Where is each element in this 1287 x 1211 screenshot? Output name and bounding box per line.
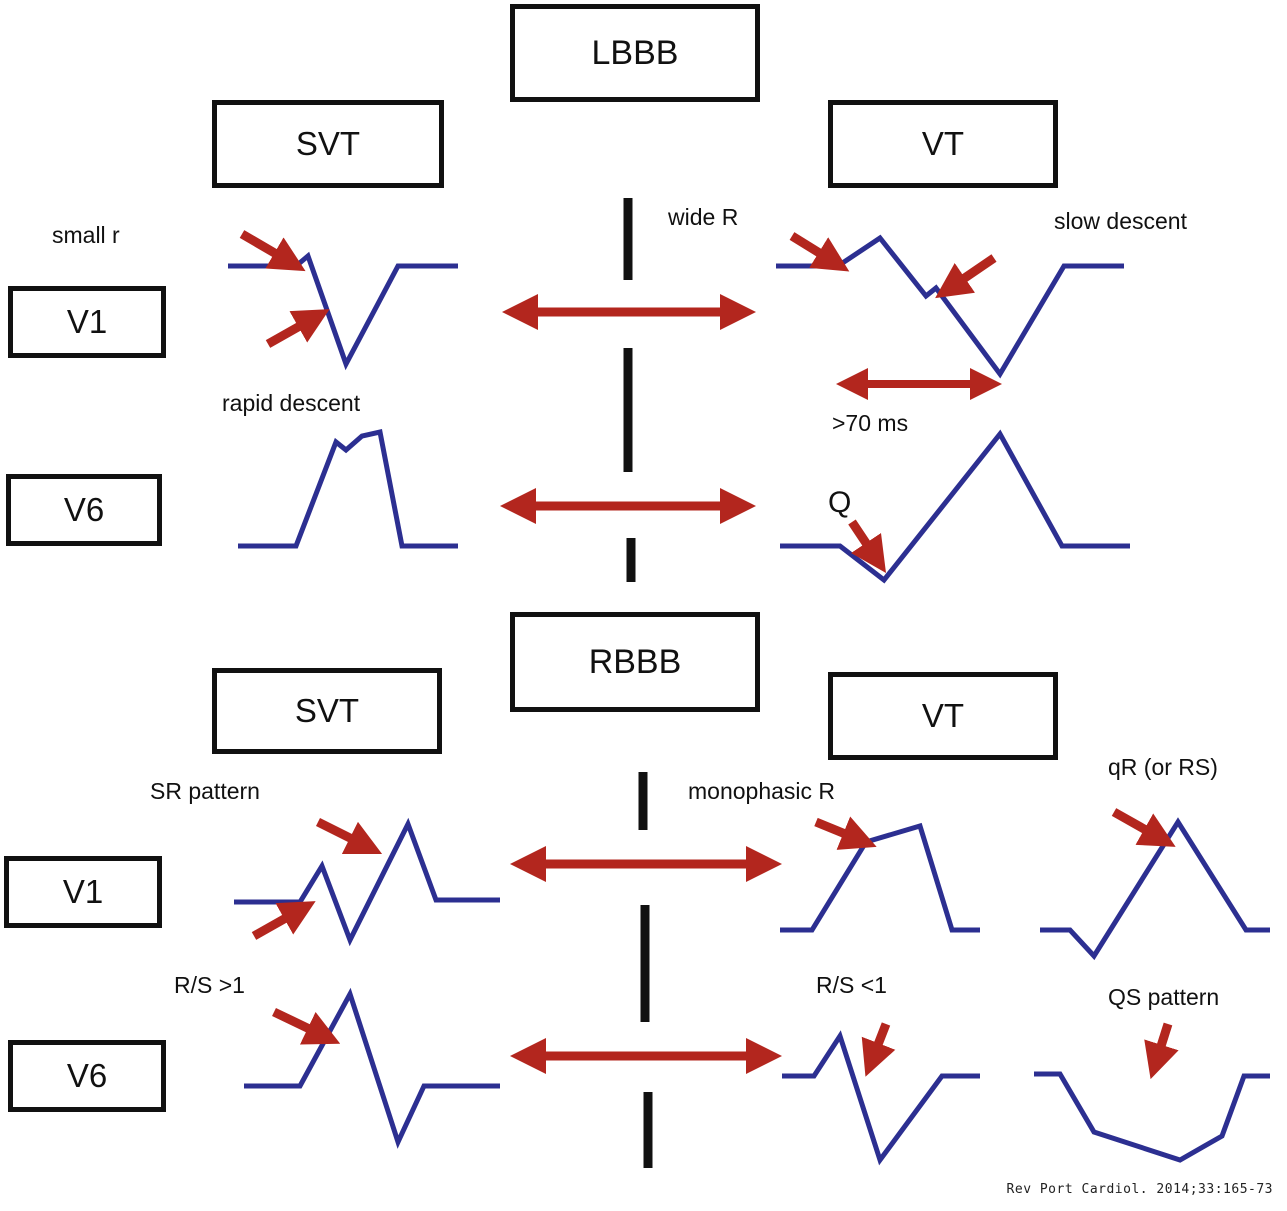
- rbbb-v1-lead-box: V1: [4, 856, 162, 928]
- pointer-arrow: [861, 1022, 896, 1077]
- trace-rbbb-svt-v6: [244, 987, 500, 1149]
- lbbb-svt-box: SVT: [212, 100, 444, 188]
- rbbb-v6-lead-box: V6: [8, 1040, 166, 1112]
- annotation-qr-or-rs: qR (or RS): [1108, 754, 1218, 780]
- pointer-arrow: [1111, 808, 1176, 847]
- annotation-rs-gt-1: R/S >1: [174, 972, 245, 998]
- trace-lbbb-svt-v6: [238, 429, 458, 549]
- annotation-small-r: small r: [52, 222, 120, 248]
- trace-rbbb-vt-v1-monophasic: [780, 822, 980, 933]
- rbbb-svt-box: SVT: [212, 668, 442, 754]
- annotation-rs-lt-1: R/S <1: [816, 972, 887, 998]
- pointer-arrow: [265, 309, 330, 348]
- rbbb-divider: [638, 772, 653, 1168]
- annotation-wide-r: wide R: [668, 204, 739, 230]
- source-citation: Rev Port Cardiol. 2014;33:165-73: [1006, 1182, 1273, 1197]
- lbbb-v6-lead-box: V6: [6, 474, 162, 546]
- pointer-arrow: [251, 901, 316, 940]
- rbbb-header-box: RBBB: [510, 612, 760, 712]
- annotation-qs-pattern: QS pattern: [1108, 984, 1220, 1010]
- rbbb-vt-box: VT: [828, 672, 1058, 760]
- pointer-arrow: [239, 230, 306, 272]
- pointer-arrow: [315, 817, 383, 855]
- annotation-rapid-descent: rapid descent: [222, 390, 361, 416]
- annotation-slow-descent: slow descent: [1054, 208, 1187, 234]
- pointer-arrow: [1144, 1022, 1179, 1080]
- annotation-qrs-gt-70ms: >70 ms: [832, 410, 909, 436]
- trace-rbbb-vt-v1-qr: [1040, 817, 1270, 961]
- trace-rbbb-vt-v6-rs: [782, 1030, 980, 1166]
- lbbb-v1-lead-box: V1: [8, 286, 166, 358]
- lbbb-header-box: LBBB: [510, 4, 760, 102]
- pointer-arrow: [848, 519, 886, 573]
- pointer-arrow: [789, 232, 850, 272]
- annotation-q-wave: Q: [828, 486, 852, 519]
- trace-rbbb-vt-v6-qs: [1034, 1071, 1270, 1163]
- pointer-arrows: [239, 230, 1179, 1080]
- annotation-sr-pattern: SR pattern: [150, 778, 260, 804]
- trace-lbbb-vt-v6: [780, 429, 1130, 584]
- pointer-arrow: [814, 816, 877, 850]
- pointer-arrow: [935, 254, 997, 299]
- annotation-monophasic-r: monophasic R: [688, 778, 836, 804]
- lbbb-divider: [623, 198, 636, 582]
- trace-lbbb-svt-v1: [228, 251, 458, 371]
- lbbb-vt-box: VT: [828, 100, 1058, 188]
- pointer-arrow: [272, 1007, 341, 1045]
- comparison-arrows: [500, 294, 1002, 1074]
